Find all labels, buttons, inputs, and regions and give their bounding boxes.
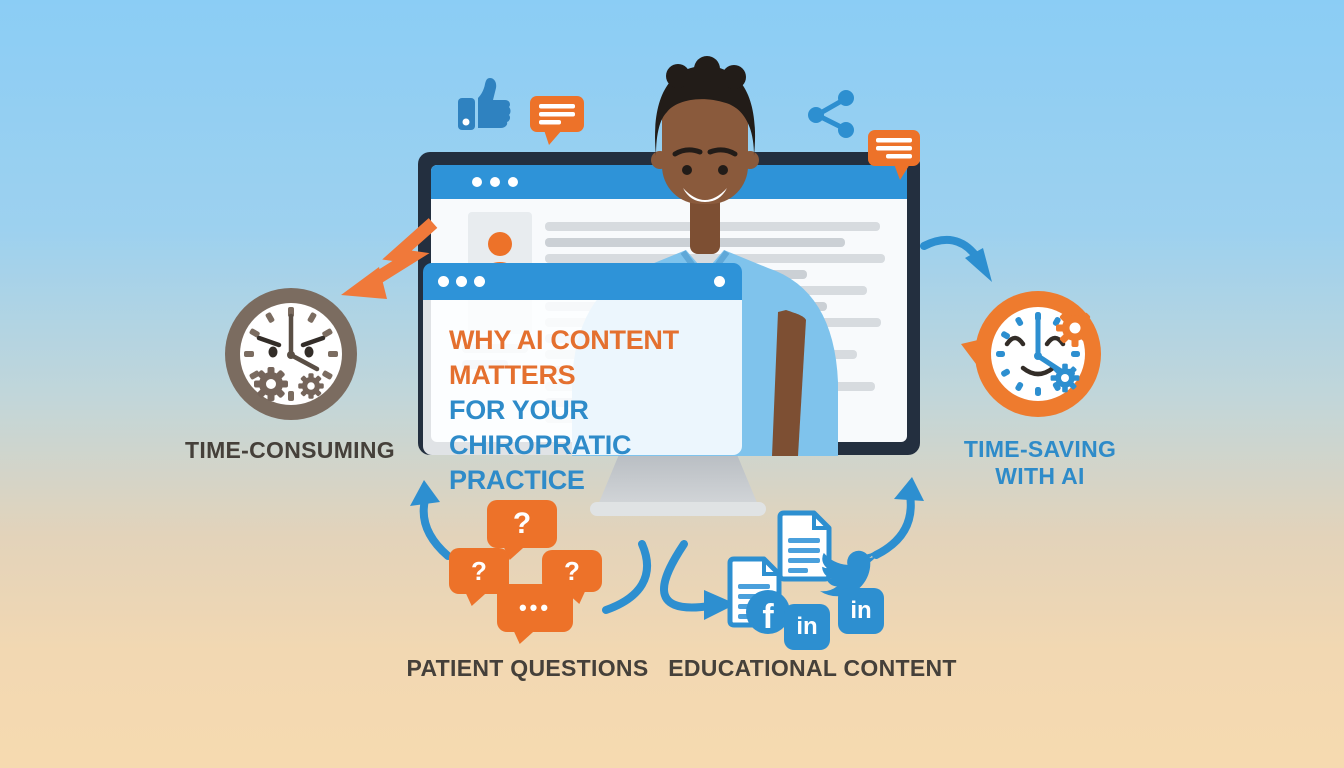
popup-body (423, 300, 742, 455)
angry-clock-icon (221, 284, 361, 424)
linkedin-icon: in (784, 604, 830, 650)
typing-bubble: ••• (497, 584, 573, 632)
patient-questions-label: PATIENT QUESTIONS (406, 655, 649, 681)
linkedin-letters: in (796, 613, 818, 640)
window-dot (456, 276, 467, 287)
linkedin-icon: in (838, 588, 884, 634)
window-dot (472, 177, 482, 187)
headline-line3: PRACTICE (449, 465, 585, 495)
linkedin-letters: in (850, 597, 872, 624)
crossing-arrows-glyph (602, 540, 736, 620)
chat-bubble-icon (868, 130, 922, 182)
monitor-base (590, 502, 766, 516)
curved-arrow-glyph (410, 480, 452, 560)
crossing-arrows-icon (598, 540, 748, 625)
headline: WHY AI CONTENT MATTERS FOR YOUR CHIROPRA… (449, 323, 741, 498)
curved-arrow-glyph (920, 235, 992, 282)
window-dot (508, 177, 518, 187)
question-bubble: ? (542, 550, 602, 592)
chat-bubble-icon (530, 96, 586, 146)
thumbs-up-icon (456, 76, 520, 132)
chat-bubble-glyph (530, 96, 584, 145)
twitter-bird-icon (820, 550, 876, 597)
angry-clock-glyph (225, 288, 357, 420)
headline-line2: FOR YOUR CHIROPRATIC (449, 395, 632, 460)
time-consuming-label: TIME-CONSUMING (185, 437, 395, 463)
twitter-bird-glyph (820, 550, 876, 597)
popup-browser-window: WHY AI CONTENT MATTERS FOR YOUR CHIROPRA… (423, 263, 742, 495)
question-mark: ? (471, 555, 487, 586)
typing-dots: ••• (518, 595, 552, 620)
lightning-arrow-glyph (341, 218, 438, 299)
curved-arrow-up-icon (868, 475, 926, 560)
time-saving-line2: WITH AI (995, 463, 1085, 489)
question-bubble: ? (487, 500, 557, 548)
share-glyph (808, 90, 854, 138)
facebook-icon: f (746, 590, 790, 634)
question-mark: ? (564, 555, 580, 586)
happy-clock-icon (955, 282, 1115, 430)
popup-titlebar (423, 263, 742, 300)
chat-bubble-glyph (868, 130, 920, 180)
facebook-letter: f (762, 598, 774, 634)
time-saving-line1: TIME-SAVING (963, 436, 1117, 462)
question-mark: ? (512, 507, 532, 540)
window-dot (474, 276, 485, 287)
lightning-arrow-icon (335, 215, 440, 305)
monitor-stand (598, 455, 758, 505)
educational-content-label: EDUCATIONAL CONTENT (668, 655, 957, 681)
thumbs-up-glyph (458, 78, 511, 130)
time-saving-label: TIME-SAVING WITH AI (925, 436, 1155, 490)
headline-line1: WHY AI CONTENT MATTERS (449, 325, 679, 390)
share-icon (806, 88, 856, 138)
happy-clock-glyph (961, 291, 1101, 417)
window-dot (490, 177, 500, 187)
curved-arrow-up-icon (408, 478, 456, 560)
curved-arrow-icon (920, 232, 995, 287)
window-dot (438, 276, 449, 287)
curved-arrow-glyph (872, 477, 924, 559)
window-dot (714, 276, 725, 287)
